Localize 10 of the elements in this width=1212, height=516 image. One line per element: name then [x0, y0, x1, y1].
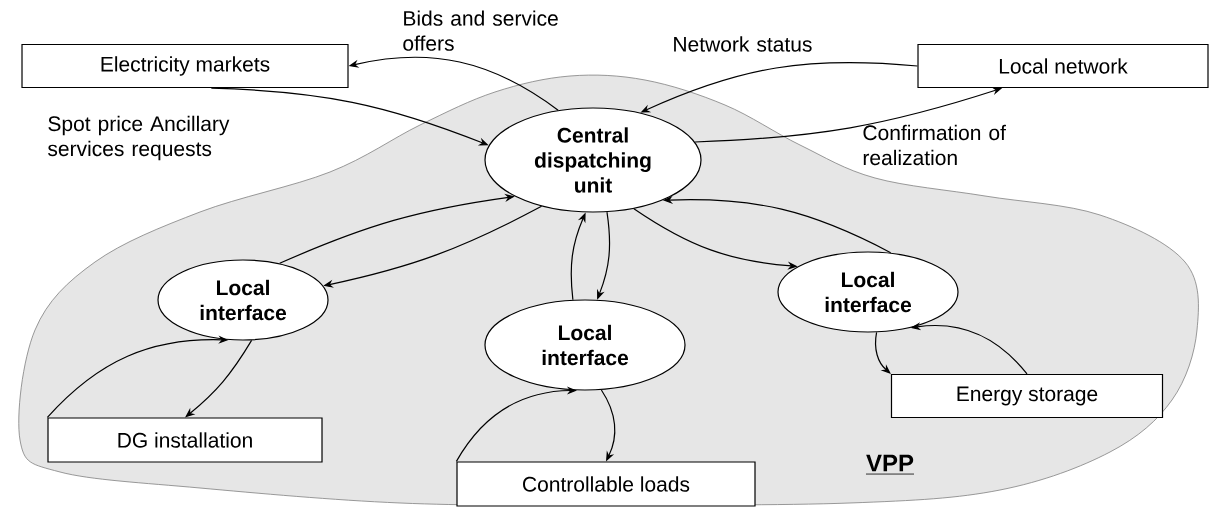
arrow: [874, 331, 891, 374]
edge-label: Spot price Ancillary services requests: [48, 115, 230, 161]
edge-label: Network status: [674, 36, 812, 52]
edge-label: Confirmation of realization: [863, 124, 1006, 166]
edge-label: Bids and service offers: [403, 10, 558, 51]
process-box: DG installation: [47, 417, 323, 463]
process-box: Local network: [917, 43, 1209, 89]
process-box: Controllable loads: [456, 461, 756, 507]
process-box: Energy storage: [890, 373, 1164, 419]
process-box: Electricity markets: [21, 43, 349, 89]
